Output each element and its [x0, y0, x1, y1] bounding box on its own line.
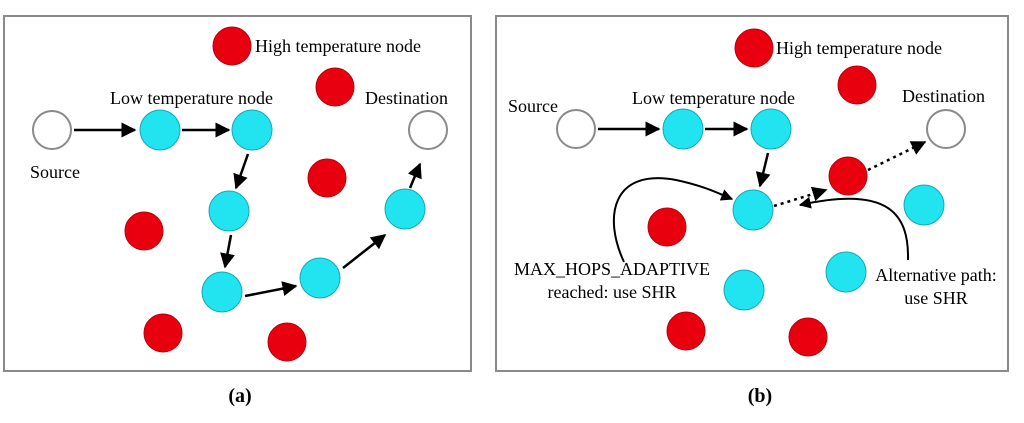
label-destination: Destination — [365, 88, 448, 108]
high-temp-node — [734, 28, 774, 68]
caption-a: (a) — [228, 385, 251, 407]
high-temp-node — [828, 156, 868, 196]
panel-a-path — [74, 122, 422, 298]
label-destination: Destination — [902, 86, 985, 106]
high-temp-node — [315, 67, 355, 107]
low-temp-node — [732, 189, 774, 231]
label-max-hops-line1: MAX_HOPS_ADAPTIVE — [514, 259, 710, 279]
label-max-hops-line2: reached: use SHR — [548, 282, 677, 302]
high-temp-node — [307, 158, 347, 198]
low-temp-node — [825, 251, 867, 293]
label-high-temp: High temperature node — [255, 36, 421, 56]
low-temp-node — [662, 108, 704, 150]
high-temp-node — [212, 26, 252, 66]
caption-b: (b) — [748, 385, 772, 407]
arrow-n3-to-n4 — [220, 234, 235, 269]
arrow-n2-to-n3 — [755, 152, 771, 188]
panel-b: High temperature node Low temperature no… — [495, 15, 1009, 407]
low-temp-node — [903, 184, 945, 226]
low-temp-node — [231, 109, 273, 151]
low-temp-node — [750, 108, 792, 150]
low-temp-node — [299, 257, 341, 299]
source-node — [32, 110, 72, 150]
annotation-arrow-max-hops — [612, 177, 734, 263]
label-low-temp: Low temperature node — [632, 88, 795, 108]
low-temp-node — [723, 269, 765, 311]
dotted-arrow-n3-to-high — [773, 186, 828, 208]
panel-b-path — [598, 121, 771, 188]
high-temp-node — [647, 207, 687, 247]
low-temp-node — [139, 109, 181, 151]
high-temp-node — [143, 313, 183, 353]
high-temp-node — [124, 211, 164, 251]
low-temp-node — [201, 271, 243, 313]
high-temp-node — [267, 322, 307, 362]
source-node — [556, 109, 596, 149]
destination-node — [926, 109, 966, 149]
label-low-temp: Low temperature node — [110, 88, 273, 108]
arrow-n2-to-n3 — [233, 153, 250, 190]
arrow-n5-to-n6 — [342, 234, 387, 269]
panel-a: High temperature node Low temperature no… — [3, 15, 472, 407]
low-temp-node — [384, 188, 426, 230]
annotation-arrow-alternative — [798, 196, 910, 261]
high-temp-node — [666, 311, 706, 351]
destination-node — [408, 110, 448, 150]
label-high-temp: High temperature node — [776, 38, 942, 58]
low-temp-node — [208, 190, 250, 232]
high-temp-node — [837, 65, 877, 105]
label-alternative-line2: use SHR — [904, 288, 968, 308]
arrow-n4-to-n5 — [244, 281, 298, 298]
high-temp-node — [788, 317, 828, 357]
label-source: Source — [30, 162, 80, 182]
label-alternative-line1: Alternative path: — [875, 265, 996, 285]
panel-b-alternative-path — [773, 140, 927, 208]
label-source: Source — [508, 96, 558, 116]
arrow-n6-to-destination — [407, 162, 422, 189]
